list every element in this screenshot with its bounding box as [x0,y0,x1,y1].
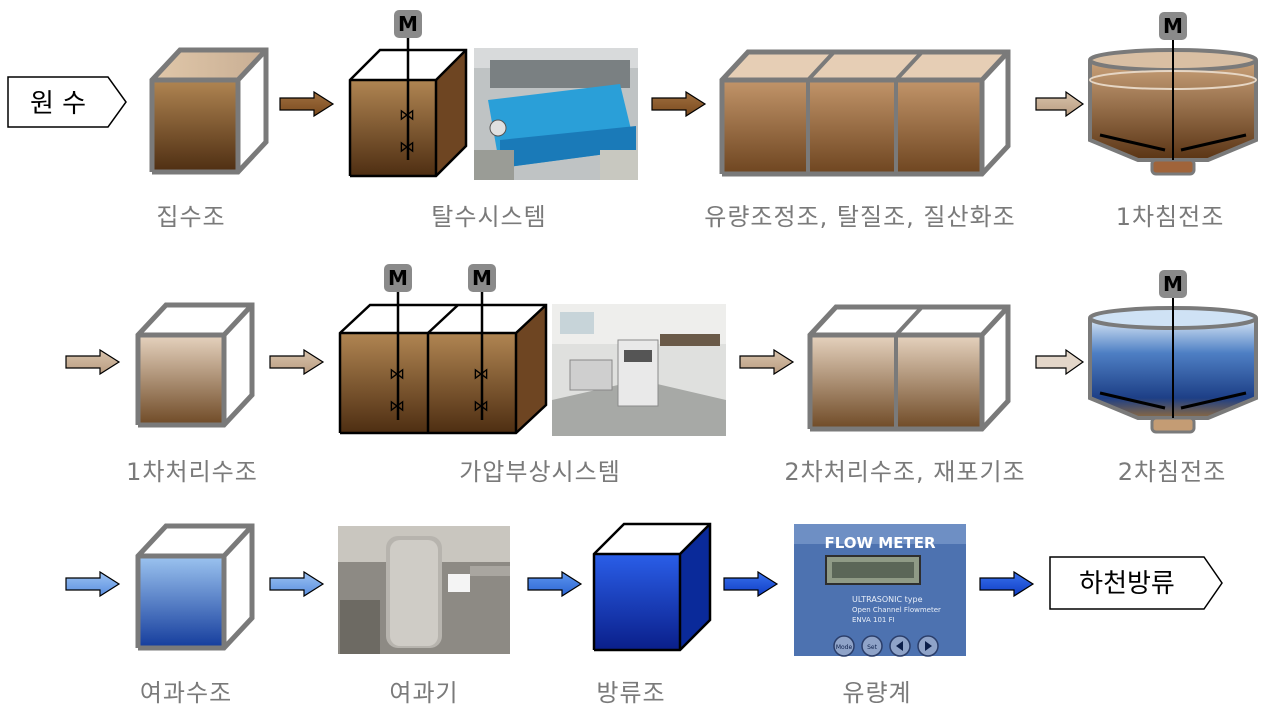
stage-label: 여과수조 [139,679,233,707]
flow-arrow-r2-3 [1035,348,1085,376]
dissolved-air-flotation-tank: ⋈ ⋈ ⋈ ⋈ M M [338,264,548,435]
flowmeter-line1: ULTRASONIC type [852,595,923,604]
flowmeter-title: FLOW METER [825,534,936,552]
flow-arrow-r1-3 [1035,90,1085,118]
primary-treated-water-tank [135,302,255,428]
stage-label: 가압부상시스템 [459,458,621,486]
secondary-clarifier: M [1088,270,1258,434]
flow-arrow-r3-4 [979,570,1035,598]
stage-label: 유량조정조, 탈질조, 질산화조 [704,203,1016,231]
motor-icon [384,264,412,292]
stage-label: 방류조 [596,679,666,707]
outlet-terminal: 하천방류 [1049,556,1223,610]
impeller-icon: ⋈ [389,396,405,415]
impeller-icon: ⋈ [389,364,405,383]
stage-label: 2차처리수조, 재포기조 [784,458,1026,486]
mode-button-icon [833,635,855,657]
primary-clarifier: M [1088,12,1258,176]
flow-arrow-r1-2 [651,90,707,118]
flow-arrow-r2-1 [269,348,325,376]
stage-label: 1차처리수조 [126,458,258,486]
flowmeter-btn2: Set [867,644,878,651]
equalization-denitrification-nitrification-tank [719,49,1011,177]
impeller-icon: ⋈ [473,396,489,415]
collection-tank [149,47,269,175]
impeller-icon: ⋈ [399,105,415,124]
dewatering-tank: ⋈ ⋈ M [348,10,468,178]
flow-meter-photo: FLOW METER ULTRASONIC type Open Channel … [794,524,966,657]
motor-icon [1159,270,1187,298]
flow-arrow-r3-0 [65,570,121,598]
motor-label: M [1163,272,1183,296]
flowmeter-line2: Open Channel Flowmeter [852,606,941,614]
motor-label: M [472,266,492,290]
flow-arrow-r1-1 [279,90,335,118]
set-button-icon [861,635,883,657]
filter-photo [338,526,510,654]
flow-arrow-r3-3 [723,570,779,598]
dewatering-machine-photo [474,48,638,180]
stage-label: 집수조 [156,203,226,231]
flowmeter-line3: ENVA 101 FI [852,616,895,624]
flow-arrow-r3-2 [527,570,583,598]
motor-label: M [388,266,408,290]
impeller-icon: ⋈ [399,137,415,156]
motor-icon [468,264,496,292]
stage-label: 여과기 [389,679,459,707]
stage-label: 1차침전조 [1115,203,1225,231]
motor-icon [1159,12,1187,40]
flow-arrow-r2-0 [65,348,121,376]
secondary-treated-water-reaeration-tank [807,304,1011,432]
flotation-system-photo [552,304,726,436]
stage-label: 유량계 [842,679,912,707]
stage-label: 2차침전조 [1117,458,1227,486]
outlet-label: 하천방류 [1079,569,1175,599]
motor-icon [394,10,422,38]
stage-label: 탈수시스템 [431,203,547,231]
filtrate-tank [135,523,255,651]
inlet-terminal: 원 수 [7,76,127,128]
flowmeter-btn1: Mode [836,644,853,651]
discharge-tank [592,522,712,652]
flow-arrow-r2-2 [739,348,795,376]
flow-arrow-r3-1 [269,570,325,598]
motor-label: M [1163,14,1183,38]
impeller-icon: ⋈ [473,364,489,383]
inlet-label: 원 수 [30,89,86,119]
motor-label: M [398,12,418,36]
